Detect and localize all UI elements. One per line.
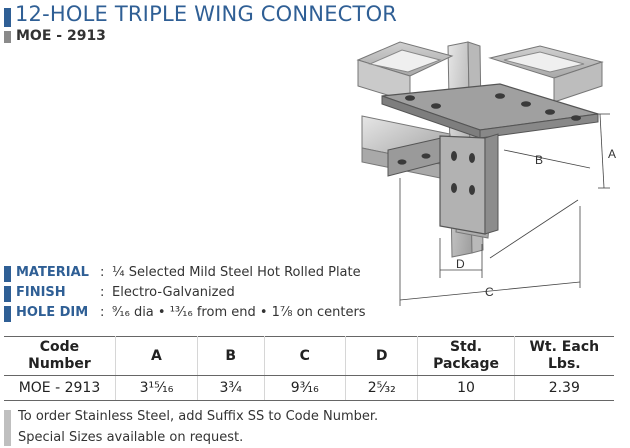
- spec-colon: :: [100, 285, 105, 300]
- dimension-lines: [399, 113, 610, 306]
- dim-label-b: B: [535, 153, 543, 167]
- col-header-b: B: [196, 336, 265, 376]
- title-accent-bar: [4, 8, 11, 27]
- cell-b: 3¾: [196, 375, 265, 401]
- dim-label-a: A: [608, 147, 616, 161]
- spec-accent-bar: [4, 286, 11, 302]
- bolt-holes: [397, 93, 581, 195]
- spec-value: Electro-Galvanized: [112, 285, 235, 300]
- spec-label: MATERIAL: [16, 265, 89, 280]
- spec-colon: :: [100, 305, 105, 320]
- cell-c: 9³⁄₁₆: [263, 375, 346, 401]
- table-row: MOE - 2913 3¹⁵⁄₁₆ 3¾ 9³⁄₁₆ 2⁵⁄₃₂ 10 2.39: [4, 375, 614, 401]
- spec-value: ⁹⁄₁₆ dia • ¹³⁄₁₆ from end • 1⅞ on center…: [112, 305, 366, 320]
- left-channel: [356, 41, 454, 103]
- dimension-labels: A B C D: [456, 147, 616, 299]
- cell-code-number: MOE - 2913: [4, 375, 116, 401]
- dim-label-c: C: [485, 285, 494, 299]
- spec-label: FINISH: [16, 285, 66, 300]
- col-header-weight: Wt. Each Lbs.: [513, 336, 614, 376]
- spec-value: ¼ Selected Mild Steel Hot Rolled Plate: [112, 265, 361, 280]
- dimension-table: Code Number A B C D Std. Package Wt. Eac…: [4, 336, 614, 401]
- cell-weight: 2.39: [513, 375, 614, 401]
- col-header-c: C: [263, 336, 346, 376]
- cell-d: 2⁵⁄₃₂: [344, 375, 418, 401]
- connector-illustration: A B C D: [356, 41, 616, 306]
- spec-accent-bar: [4, 306, 11, 322]
- page-title: 12-HOLE TRIPLE WING CONNECTOR: [15, 2, 398, 26]
- table-header-row: Code Number A B C D Std. Package Wt. Eac…: [4, 336, 614, 376]
- cell-a: 3¹⁵⁄₁₆: [114, 375, 198, 401]
- product-diagram: A B C D: [340, 38, 625, 310]
- col-header-code-number: Code Number: [4, 336, 116, 376]
- col-header-d: D: [344, 336, 418, 376]
- notes: To order Stainless Steel, add Suffix SS …: [18, 406, 378, 448]
- col-header-std-package: Std. Package: [417, 336, 515, 376]
- spec-accent-bar: [4, 266, 11, 282]
- spec-colon: :: [100, 265, 105, 280]
- connector-plate: [381, 83, 599, 235]
- col-header-a: A: [114, 336, 198, 376]
- dim-label-d: D: [456, 257, 465, 271]
- spec-label: HOLE DIM: [16, 305, 89, 320]
- note-special-sizes: Special Sizes available on request.: [18, 430, 244, 445]
- notes-accent-bar: [4, 410, 11, 446]
- right-channel: [488, 45, 604, 103]
- part-number: MOE - 2913: [16, 28, 106, 44]
- cell-std-package: 10: [417, 375, 515, 401]
- subtitle-accent-bar: [4, 31, 11, 43]
- note-stainless: To order Stainless Steel, add Suffix SS …: [18, 409, 379, 424]
